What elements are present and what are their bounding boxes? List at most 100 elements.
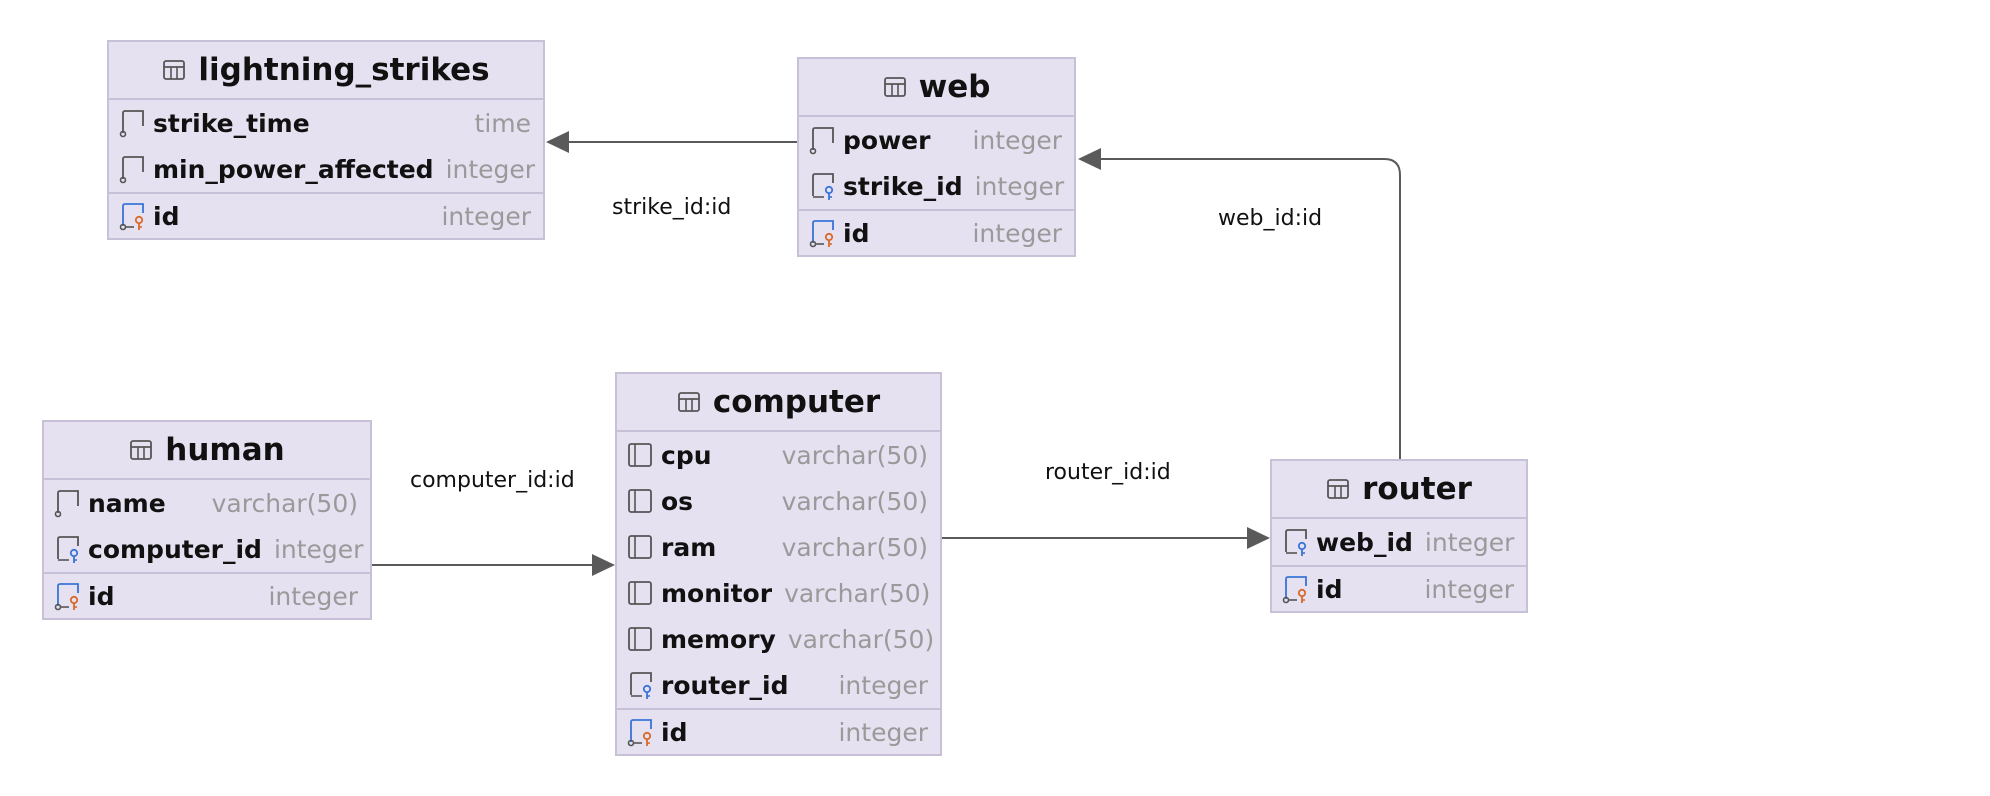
- column-type: varchar(50): [781, 440, 928, 470]
- column-name: strike_time: [153, 108, 310, 138]
- table-header[interactable]: web: [799, 59, 1074, 117]
- column-icon: [628, 443, 652, 467]
- foreign-key-icon: [812, 173, 834, 200]
- table-row[interactable]: router_id integer: [617, 662, 940, 708]
- column-type: varchar(50): [787, 624, 935, 654]
- column-name: web_id: [1316, 527, 1413, 557]
- column-type: integer: [441, 201, 531, 231]
- column-name: id: [88, 581, 115, 611]
- column-type: integer: [838, 670, 928, 700]
- column-name: strike_id: [843, 171, 963, 201]
- table-grid-icon: [130, 440, 153, 460]
- primary-key-icon: [809, 220, 834, 248]
- arrowhead-icon: [592, 554, 615, 576]
- column-icon: [809, 127, 834, 155]
- table-row-primary-key[interactable]: id integer: [44, 572, 370, 618]
- table-web[interactable]: web power integer strike_id integer: [797, 57, 1076, 257]
- column-name: os: [661, 486, 694, 516]
- column-icon: [628, 581, 652, 605]
- column-name: min_power_affected: [153, 154, 434, 184]
- foreign-key-icon: [630, 672, 652, 699]
- column-type: integer: [1424, 527, 1515, 557]
- column-icon: [119, 110, 144, 138]
- primary-key-icon: [1282, 576, 1307, 604]
- column-icon: [54, 490, 79, 518]
- edge-human-to-computer[interactable]: [372, 554, 615, 576]
- arrowhead-icon: [546, 131, 569, 153]
- table-title: computer: [712, 384, 881, 420]
- column-name: computer_id: [88, 534, 262, 564]
- table-grid-icon: [883, 77, 906, 97]
- column-name: id: [153, 201, 180, 231]
- table-row[interactable]: computer_id integer: [44, 526, 370, 572]
- table-row-primary-key[interactable]: id integer: [799, 209, 1074, 255]
- primary-key-icon: [54, 583, 79, 611]
- primary-key-icon: [627, 719, 652, 747]
- relation-label-web: web_id:id: [1218, 206, 1323, 231]
- column-icon: [628, 489, 652, 513]
- edge-router-to-web[interactable]: [1078, 148, 1401, 459]
- column-name: monitor: [661, 578, 773, 608]
- table-row[interactable]: min_power_affected integer: [109, 146, 543, 192]
- table-header[interactable]: router: [1272, 461, 1526, 519]
- table-router[interactable]: router web_id integer id inte: [1270, 459, 1528, 613]
- column-type: integer: [972, 125, 1062, 155]
- arrowhead-icon: [1078, 148, 1101, 170]
- table-lightning-strikes[interactable]: lightning_strikes strike_time time min_p…: [107, 40, 545, 240]
- table-header[interactable]: human: [44, 422, 370, 480]
- arrowhead-icon: [1247, 527, 1270, 549]
- table-row[interactable]: memory varchar(50): [617, 616, 940, 662]
- table-title: web: [918, 69, 991, 105]
- column-type: integer: [972, 218, 1062, 248]
- primary-key-icon: [119, 203, 144, 231]
- table-row-primary-key[interactable]: id integer: [109, 192, 543, 238]
- column-name: id: [661, 717, 688, 747]
- table-header[interactable]: computer: [617, 374, 940, 432]
- column-type: varchar(50): [781, 532, 928, 562]
- table-row[interactable]: monitor varchar(50): [617, 570, 940, 616]
- relation-label-computer: computer_id:id: [410, 468, 575, 493]
- column-type: integer: [268, 581, 358, 611]
- table-grid-icon: [163, 60, 186, 80]
- table-title: lightning_strikes: [198, 52, 490, 88]
- table-grid-icon: [1327, 479, 1349, 499]
- column-icon: [119, 156, 144, 184]
- table-human[interactable]: human name varchar(50) computer_id integ…: [42, 420, 372, 620]
- foreign-key-icon: [1285, 529, 1307, 556]
- table-computer[interactable]: computer cpu varchar(50) os varchar(50) …: [615, 372, 942, 756]
- table-grid-icon: [677, 392, 700, 412]
- table-row[interactable]: name varchar(50): [44, 480, 370, 526]
- column-name: id: [1316, 574, 1343, 604]
- table-row[interactable]: power integer: [799, 117, 1074, 163]
- column-name: router_id: [661, 670, 789, 700]
- column-name: power: [843, 125, 931, 155]
- column-name: ram: [661, 532, 717, 562]
- column-name: memory: [661, 624, 776, 654]
- edge-computer-to-router[interactable]: [942, 527, 1270, 549]
- column-name: id: [843, 218, 870, 248]
- table-row-primary-key[interactable]: id integer: [617, 708, 940, 754]
- column-type: varchar(50): [781, 486, 928, 516]
- table-row[interactable]: web_id integer: [1272, 519, 1526, 565]
- edge-web-to-lightning-strikes[interactable]: [546, 131, 797, 153]
- table-title: human: [165, 432, 285, 468]
- foreign-key-icon: [57, 536, 79, 563]
- column-type: integer: [838, 717, 928, 747]
- relation-label-strike: strike_id:id: [612, 195, 732, 220]
- table-row-primary-key[interactable]: id integer: [1272, 565, 1526, 611]
- table-row[interactable]: os varchar(50): [617, 478, 940, 524]
- column-icon: [628, 535, 652, 559]
- table-row[interactable]: ram varchar(50): [617, 524, 940, 570]
- column-type: varchar(50): [784, 578, 931, 608]
- column-type: integer: [445, 154, 536, 184]
- table-header[interactable]: lightning_strikes: [109, 42, 543, 100]
- table-row[interactable]: strike_time time: [109, 100, 543, 146]
- table-row[interactable]: cpu varchar(50): [617, 432, 940, 478]
- column-name: name: [88, 488, 166, 518]
- table-row[interactable]: strike_id integer: [799, 163, 1074, 209]
- column-icon: [628, 627, 652, 651]
- table-title: router: [1362, 471, 1472, 507]
- column-type: integer: [1424, 574, 1514, 604]
